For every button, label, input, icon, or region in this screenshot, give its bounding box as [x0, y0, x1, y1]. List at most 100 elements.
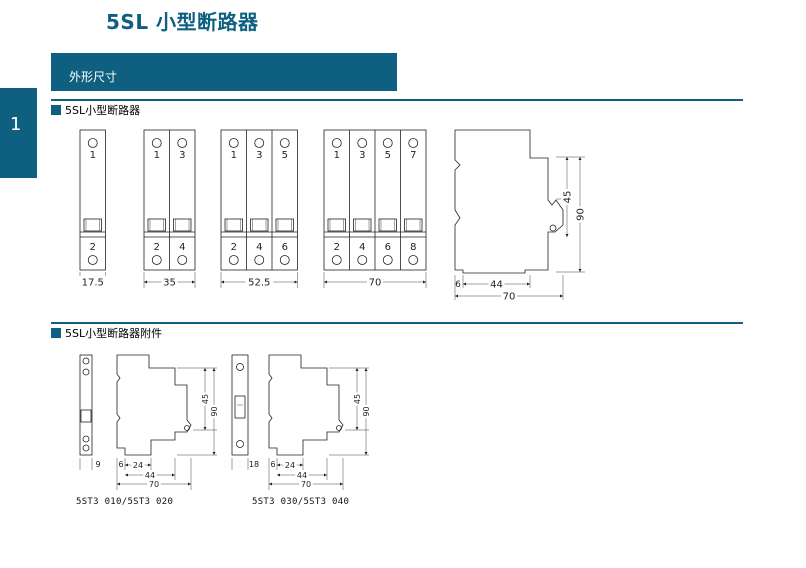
terminal-number-bottom: 6 [385, 242, 391, 253]
terminal-number-top: 1 [90, 150, 96, 161]
terminal-number-top: 1 [231, 150, 237, 161]
height-dimension-45-gap [352, 392, 362, 406]
front-width-label: 9 [95, 460, 100, 469]
depth-dimension-70-label: 70 [503, 292, 516, 303]
din-clip [336, 425, 342, 431]
section-marker [51, 328, 61, 338]
toggle-handle [404, 218, 423, 232]
depth-dimension-24-arrow [125, 463, 128, 467]
height-dimension-90-label: 90 [576, 208, 587, 221]
width-dimension-label: 17.5 [82, 278, 104, 289]
terminal-screw [254, 138, 265, 148]
width-dimension-label: 70 [369, 278, 382, 289]
depth-dimension-44-gap [295, 470, 309, 480]
terminal-screw [177, 138, 188, 148]
depth-dimension-24-label: 24 [285, 461, 295, 470]
terminal-screw [82, 368, 90, 376]
terminal-number-top: 5 [385, 150, 391, 161]
height-dimension-45-label: 45 [563, 191, 574, 204]
terminal-number-bottom: 2 [90, 242, 96, 253]
section-heading-accessories: 5SL小型断路器附件 [51, 325, 162, 341]
terminal-screw [408, 255, 419, 265]
terminal-screw [151, 255, 162, 265]
depth-dimension-44-label: 44 [297, 471, 307, 480]
width-dimension-arrow [192, 280, 195, 284]
terminal-screw [279, 138, 290, 148]
depth-dimension-44-arrow [125, 473, 128, 477]
terminal-screw [87, 138, 98, 148]
depth-dimension-70-arrow [560, 294, 563, 298]
banner-label: 外形尺寸 [69, 70, 118, 84]
depth-dimension-70-gap [501, 290, 517, 302]
terminal-screw [408, 138, 419, 148]
depth-dimension-70-gap [299, 479, 313, 489]
height-dimension-90-gap [209, 404, 219, 419]
breaker-body [79, 129, 106, 271]
depth-dimension-24-arrow [300, 463, 303, 467]
accessory-front-slot [234, 395, 246, 419]
terminal-number-bottom: 2 [231, 242, 237, 253]
depth-dimension-44-arrow [172, 473, 175, 477]
terminal-screw [236, 440, 244, 448]
height-dimension-45-gap [200, 392, 210, 406]
terminal-screw [82, 357, 90, 365]
depth-dimension-44-gap [488, 278, 505, 290]
depth-label-6: 6 [118, 460, 123, 469]
terminal-number-top: 5 [282, 150, 288, 161]
height-dimension-90-label: 90 [362, 406, 371, 416]
height-dimension-45-arrow [203, 368, 207, 371]
height-dimension-45-arrow [355, 368, 359, 371]
depth-dimension-24-gap [131, 460, 145, 470]
accessory-front-body [79, 354, 93, 456]
toggle-handle [147, 218, 166, 232]
terminal-number-top: 7 [410, 150, 416, 161]
height-dimension-45-label: 45 [353, 394, 362, 404]
depth-dimension-24-gap [283, 460, 297, 470]
section-heading-breakers: 5SL小型断路器 [51, 102, 140, 118]
height-dimension-45-arrow [203, 427, 207, 430]
terminal-screw [331, 255, 342, 265]
terminal-screw [331, 138, 342, 148]
terminal-number-bottom: 4 [256, 242, 262, 253]
height-dimension-45-arrow [565, 157, 569, 160]
terminal-screw [357, 255, 368, 265]
depth-dimension-70-arrow [117, 482, 120, 486]
height-dimension-90-gap [361, 404, 371, 419]
depth-dimension-44-arrow [527, 282, 530, 286]
terminal-screw [382, 138, 393, 148]
height-dimension-45-arrow [355, 427, 359, 430]
terminal-number-bottom: 4 [179, 242, 185, 253]
height-dimension-90-arrow [364, 452, 368, 455]
accessory-caption-1: 5ST3 010/5ST3 020 [76, 497, 174, 507]
accessory-side-outline [268, 354, 344, 456]
height-dimension-45-label: 45 [201, 394, 210, 404]
terminal-screw [228, 138, 239, 148]
width-dimension-arrow [423, 280, 426, 284]
terminal-number-top: 3 [359, 150, 365, 161]
width-dimension-gap [367, 276, 383, 288]
width-dimension-label: 35 [163, 278, 176, 289]
terminal-screw [151, 138, 162, 148]
terminal-screw [82, 435, 90, 443]
din-clip [184, 425, 190, 431]
depth-dimension-44-arrow [463, 282, 466, 286]
height-dimension-90-arrow [364, 368, 368, 371]
depth-dimension-44-arrow [277, 473, 280, 477]
terminal-number-bottom: 4 [359, 242, 365, 253]
section-banner: 外形尺寸 [51, 53, 397, 91]
depth-dimension-70-label: 70 [301, 480, 311, 489]
height-dimension-45-arrow [565, 234, 569, 237]
toggle-handle [353, 218, 372, 232]
width-dimension-arrow [221, 280, 224, 284]
page-title: 5SL 小型断路器 [106, 10, 259, 34]
terminal-screw [87, 255, 98, 265]
accessory-side-outline [116, 354, 192, 456]
height-dimension-90-label: 90 [210, 406, 219, 416]
toggle-handle [327, 218, 346, 232]
accessory-front-body [231, 354, 249, 456]
depth-dimension-70-gap [147, 479, 161, 489]
height-dimension-90-arrow [212, 452, 216, 455]
depth-dimension-24-arrow [277, 463, 280, 467]
depth-dimension-44-label: 44 [145, 471, 155, 480]
section-rule [51, 322, 743, 324]
